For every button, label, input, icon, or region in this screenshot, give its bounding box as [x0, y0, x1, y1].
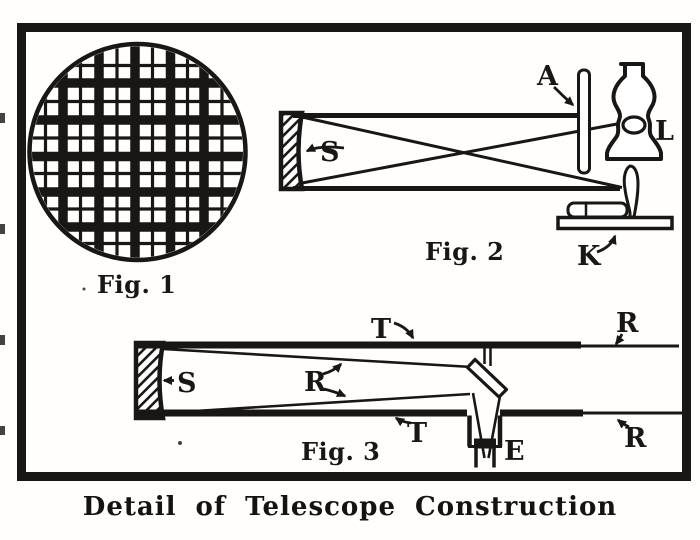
fig2-mirror-label: S [320, 137, 340, 168]
fig3-tube-bottom-arrow [394, 416, 412, 427]
plate-border [17, 23, 691, 481]
fig3-diagonal-prism [465, 357, 509, 399]
eyepiece-outer-walls [467, 415, 503, 447]
fig3-tube-top-arrow [393, 321, 415, 340]
fig3-eyepiece [467, 415, 503, 468]
fig2-lamp-body [605, 62, 663, 161]
fig2-screen-label: A [536, 61, 559, 92]
fig3-rail-top-arrow [614, 333, 625, 346]
fig3-rays-arrow-upper [322, 362, 343, 376]
fig3-tube-label-top: T [371, 314, 391, 345]
fig3-rail-bottom-arrow [616, 418, 630, 429]
figure-2: S A L K Fig. 2 [278, 61, 674, 272]
fig3-eyepiece-label: E [504, 436, 525, 467]
fig2-ray-to-lamp [301, 122, 618, 185]
fig3-caption: Fig. 3 [301, 437, 380, 466]
fig2-lamp-label: L [655, 116, 674, 147]
fig3-rail-label-top: R [616, 308, 639, 339]
grating-mesh [32, 46, 243, 258]
fig2-knife-arrow [596, 234, 617, 254]
fig3-tube-label-bottom: T [407, 418, 427, 449]
fig2-caption: Fig. 2 [425, 237, 504, 266]
fig2-knife-block [566, 201, 629, 219]
fig2-lamp-burner [621, 115, 647, 135]
fig2-mirror-arrow [305, 143, 345, 153]
fig3-rays-arrow-lower [323, 387, 347, 398]
fig2-screen-arrow [553, 86, 575, 107]
figure-3: S E T T R R R [133, 308, 687, 468]
fig3-rays-label: R [304, 367, 327, 398]
fig2-knife-label: K [577, 241, 602, 272]
figure-1: Fig. 1 [27, 41, 248, 299]
fig3-prism-stalk [483, 348, 492, 366]
scan-marks [0, 113, 182, 445]
fig2-knife-base [556, 215, 674, 231]
telescope-construction-diagram: Fig. 1 S A L K Fig. 2 S [0, 23, 691, 481]
fig2-screen-slat [577, 68, 591, 175]
fig3-mirror-label: S [177, 368, 197, 399]
fig3-rail-label-bottom: R [624, 423, 647, 454]
fig2-concave-mirror [278, 110, 305, 192]
plate-caption: Detail of Telescope Construction [82, 492, 618, 522]
fig3-concave-mirror [133, 340, 166, 421]
fig3-ray-top [162, 347, 473, 369]
fig3-ray-bottom [162, 392, 471, 415]
mesh-thick-horizontal-wires [32, 78, 243, 232]
eyepiece-inner-walls [474, 446, 496, 468]
fig1-caption: Fig. 1 [97, 270, 176, 299]
grating-disc-outline [27, 41, 248, 263]
eyepiece-lens [474, 438, 496, 449]
mesh-thin-horizontal-wires [32, 63, 243, 246]
